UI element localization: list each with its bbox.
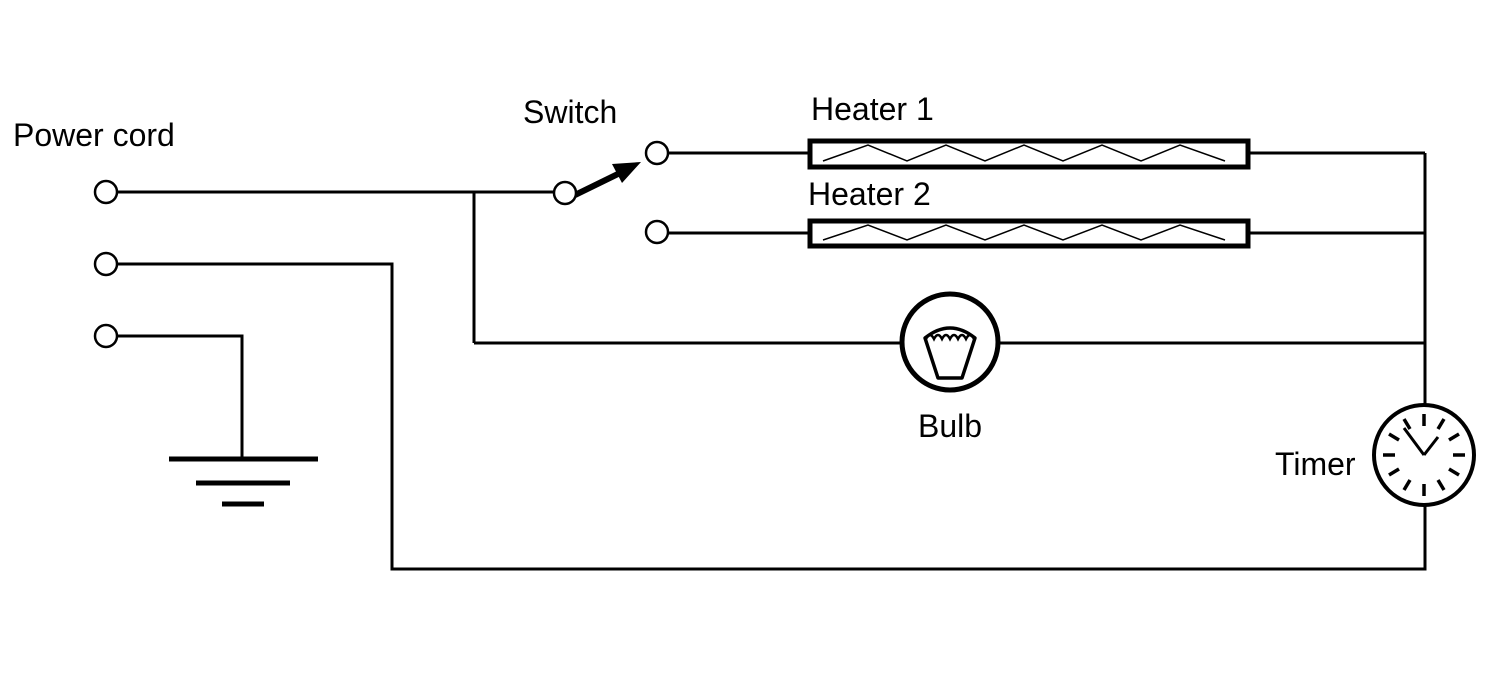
- heater-1-label: Heater 1: [811, 91, 934, 127]
- heater-1-element: [807, 138, 1251, 170]
- timer-label: Timer: [1275, 446, 1356, 482]
- timer-icon: [1372, 403, 1476, 507]
- heater-2-element: [807, 218, 1251, 249]
- power-cord-label: Power cord: [13, 117, 175, 153]
- switch-label: Switch: [523, 94, 617, 130]
- bulb-icon: [899, 291, 1001, 393]
- ground-symbol-icon: [169, 456, 318, 507]
- power-cord-wires: [118, 190, 1427, 571]
- power-cord-terminal-2: [93, 251, 119, 277]
- heater-2-label: Heater 2: [808, 176, 931, 212]
- switch-icon: [552, 140, 670, 245]
- power-cord-terminal-1: [93, 179, 119, 205]
- bulb-label: Bulb: [918, 408, 982, 444]
- power-cord-terminal-3: [93, 323, 119, 349]
